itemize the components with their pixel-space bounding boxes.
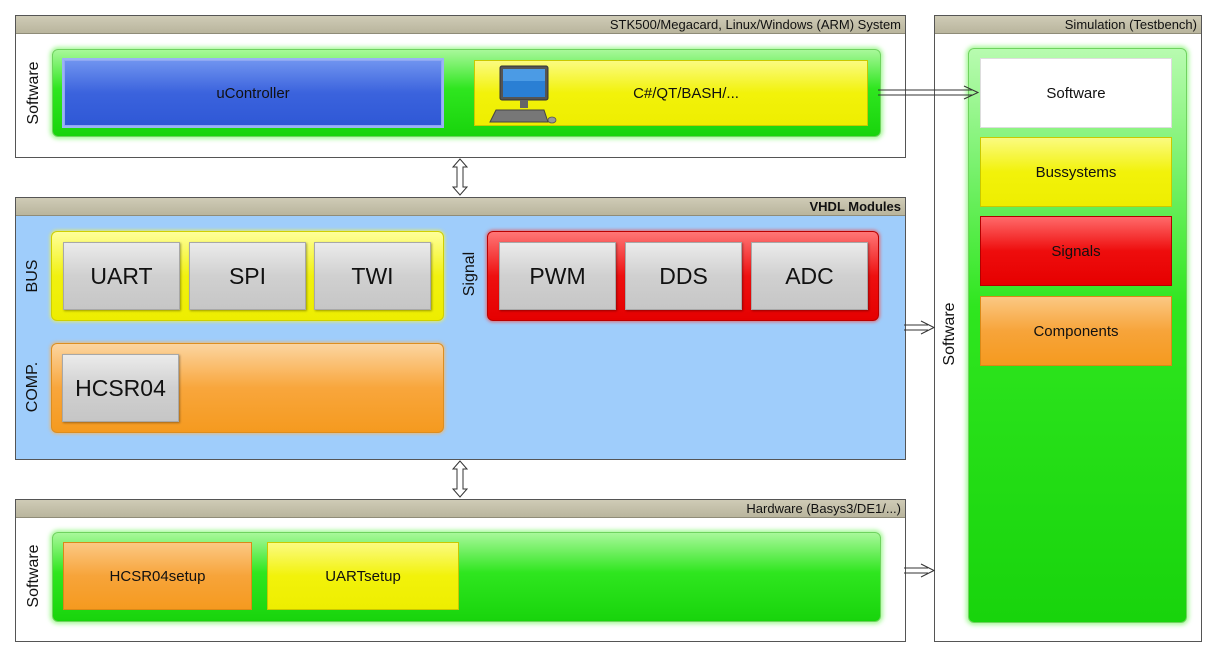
hcsr04setup-block: HCSR04setup bbox=[63, 542, 252, 610]
host-software-label: C#/QT/BASH/... bbox=[633, 84, 739, 102]
adc-module: ADC bbox=[751, 242, 868, 310]
arrow-vhdl-to-sim bbox=[904, 320, 936, 335]
computer-icon bbox=[489, 65, 557, 124]
hardware-title: Hardware (Basys3/DE1/...) bbox=[16, 500, 905, 518]
vhdl-modules-frame: VHDL Modules BUS Signal COMP. UART SPI T… bbox=[15, 197, 906, 460]
twi-module: TWI bbox=[314, 242, 431, 310]
hcsr04-module: HCSR04 bbox=[62, 354, 179, 422]
double-arrow-top-vhdl bbox=[451, 158, 469, 196]
uartsetup-block: UARTsetup bbox=[267, 542, 459, 610]
simulation-title: Simulation (Testbench) bbox=[935, 16, 1201, 34]
sim-software-block: Software bbox=[980, 58, 1172, 128]
uart-module: UART bbox=[63, 242, 180, 310]
arrow-hw-to-sim bbox=[904, 563, 936, 578]
spi-module: SPI bbox=[189, 242, 306, 310]
top-system-frame: STK500/Megacard, Linux/Windows (ARM) Sys… bbox=[15, 15, 906, 158]
simulation-frame: Simulation (Testbench) Software Software… bbox=[934, 15, 1202, 642]
sim-signals-block: Signals bbox=[980, 216, 1172, 286]
dds-module: DDS bbox=[625, 242, 742, 310]
sim-components-block: Components bbox=[980, 296, 1172, 366]
vhdl-modules-title: VHDL Modules bbox=[16, 198, 905, 216]
ucontroller-block: uController bbox=[64, 60, 442, 126]
arrow-top-to-sim bbox=[878, 85, 980, 100]
sim-bussystems-block: Bussystems bbox=[980, 137, 1172, 207]
pwm-module: PWM bbox=[499, 242, 616, 310]
double-arrow-vhdl-hw bbox=[451, 460, 469, 498]
top-system-title: STK500/Megacard, Linux/Windows (ARM) Sys… bbox=[16, 16, 905, 34]
hardware-frame: Hardware (Basys3/DE1/...) Software HCSR0… bbox=[15, 499, 906, 642]
